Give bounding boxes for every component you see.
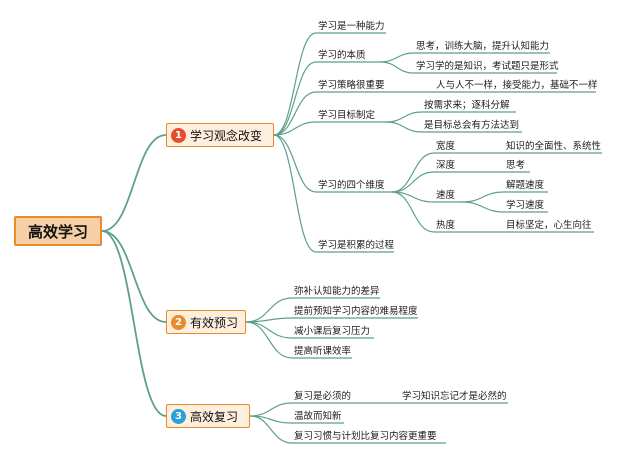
dimension-label: 深度 xyxy=(436,160,456,171)
topic-label: 提前预知学习内容的难易程度 xyxy=(294,306,418,317)
connector-line xyxy=(245,317,293,323)
branch-label: 高效复习 xyxy=(190,409,239,424)
topic-label: 学习策略很重要 xyxy=(318,80,385,91)
topic-label: 复习习惯与计划比复习内容更重要 xyxy=(294,431,437,442)
topic-label: 学习是积累的过程 xyxy=(318,240,395,251)
branch-node-preview: 2 有效预习 xyxy=(166,310,246,334)
connector-line xyxy=(385,121,423,133)
dimension-detail: 目标坚定，心生向往 xyxy=(506,220,592,231)
connector-line xyxy=(273,61,317,136)
subtopic-label: 学习学的是知识，考试题只是形式 xyxy=(416,61,559,72)
connector-line xyxy=(273,134,317,253)
topic-label: 温故而知新 xyxy=(294,411,342,422)
dimension-detail: 思考 xyxy=(506,160,526,171)
connector-line xyxy=(379,52,415,63)
connector-line xyxy=(245,321,293,359)
subtopic-label: 学习知识忘记才是必然的 xyxy=(402,391,507,402)
dimension-detail: 学习速度 xyxy=(506,200,545,211)
connector-line xyxy=(391,191,435,233)
topic-label: 减小课后复习压力 xyxy=(294,326,371,337)
topic-label: 学习是一种能力 xyxy=(318,21,385,32)
connector-line xyxy=(391,171,435,193)
topic-label: 提高听课效率 xyxy=(294,346,352,357)
dimension-detail: 解题速度 xyxy=(506,180,545,191)
connector-line xyxy=(379,61,415,74)
number-badge: 1 xyxy=(171,127,186,143)
connector-line xyxy=(249,415,293,444)
subtopic-label: 人与人不一样，接受能力，基础不一样 xyxy=(436,80,598,91)
topic-label: 学习的四个维度 xyxy=(318,180,385,191)
number-badge: 3 xyxy=(171,408,186,424)
connector-line xyxy=(101,230,167,417)
dimension-label: 速度 xyxy=(436,190,456,201)
connector-line xyxy=(101,230,167,323)
topic-label: 复习是必须的 xyxy=(294,391,352,402)
connector-line xyxy=(273,121,317,136)
dimension-detail: 知识的全面性、系统性 xyxy=(506,141,602,152)
dimension-label: 宽度 xyxy=(436,141,456,152)
connector-line xyxy=(461,191,505,203)
root-node: 高效学习 xyxy=(14,216,102,246)
connector-line xyxy=(273,91,317,136)
branch-node-concept-change: 1 学习观念改变 xyxy=(166,123,274,147)
connector-line xyxy=(273,134,317,193)
branch-label: 有效预习 xyxy=(190,315,239,330)
topic-label: 弥补认知能力的差异 xyxy=(294,286,380,297)
topic-label: 学习目标制定 xyxy=(318,110,376,121)
topic-label: 学习的本质 xyxy=(318,50,366,61)
dimension-label: 热度 xyxy=(436,220,456,231)
connector-line xyxy=(249,402,293,417)
subtopic-label: 是目标总会有方法达到 xyxy=(424,120,520,131)
number-badge: 2 xyxy=(171,314,186,330)
connector-line xyxy=(245,321,293,339)
branch-node-review: 3 高效复习 xyxy=(166,404,250,428)
subtopic-label: 按需求来；逐科分解 xyxy=(424,100,510,111)
connector-line xyxy=(461,201,505,213)
connector-line xyxy=(385,111,423,123)
connector-line xyxy=(391,152,435,193)
connector-line xyxy=(101,134,167,232)
branch-label: 学习观念改变 xyxy=(190,128,263,143)
subtopic-label: 思考，训练大脑，提升认知能力 xyxy=(416,41,550,52)
connector-line xyxy=(273,32,317,136)
